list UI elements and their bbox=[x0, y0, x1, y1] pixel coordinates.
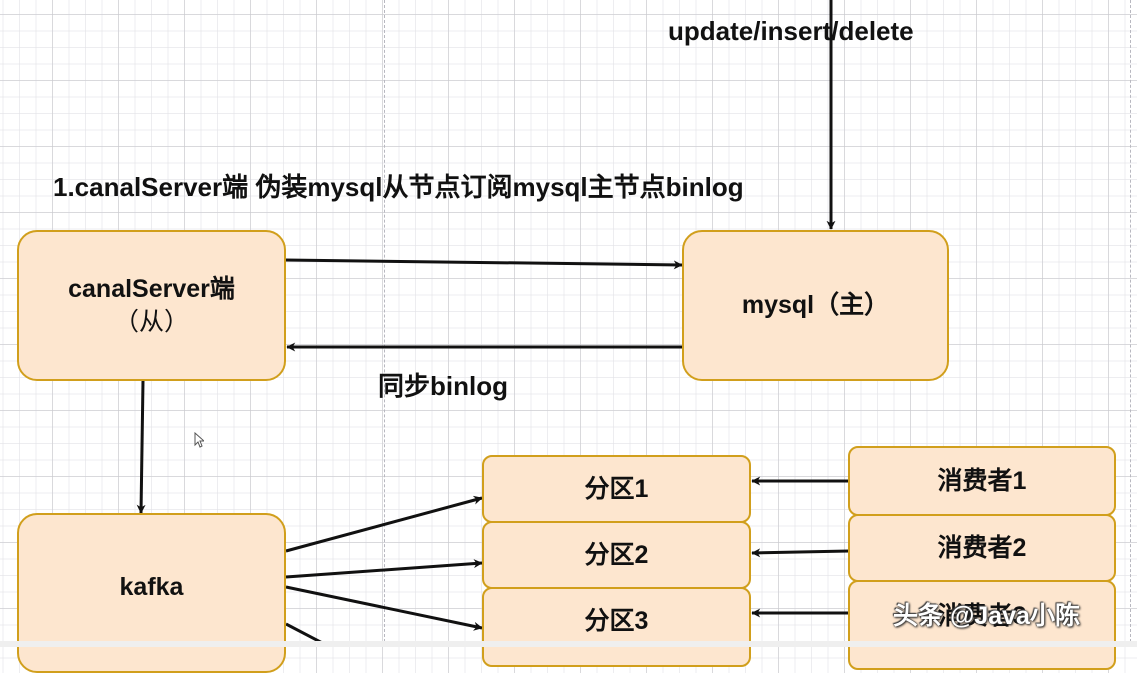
canal-server-role: （从） bbox=[113, 307, 189, 336]
consumer-2-node[interactable]: 消费者2 bbox=[848, 514, 1116, 582]
mysql-master-node[interactable]: mysql（主） bbox=[682, 230, 949, 381]
partition-2-node[interactable]: 分区2 bbox=[482, 521, 751, 589]
partition-3-node[interactable]: 分区3 bbox=[482, 587, 751, 667]
edge-canal-to-mysql bbox=[284, 258, 683, 270]
edges-layer bbox=[136, 0, 850, 647]
edge-kafka-to-partition-2 bbox=[285, 559, 483, 579]
partition-3-label: 分区3 bbox=[584, 607, 649, 635]
partition-1-node[interactable]: 分区1 bbox=[482, 455, 751, 523]
operations-label: update/insert/delete bbox=[668, 16, 914, 46]
edge-kafka-to-partition-1 bbox=[285, 495, 483, 553]
guide-line-right bbox=[1130, 0, 1131, 647]
consumer-1-label: 消费者1 bbox=[937, 466, 1027, 495]
canal-server-node[interactable]: canalServer端 （从） bbox=[17, 230, 286, 381]
consumer-3-label: 消费者3 bbox=[937, 602, 1027, 630]
partition-1-label: 分区1 bbox=[584, 474, 649, 503]
consumer-1-node[interactable]: 消费者1 bbox=[848, 446, 1116, 516]
partition-2-label: 分区2 bbox=[584, 540, 649, 569]
kafka-node[interactable]: kafka bbox=[17, 513, 286, 673]
mouse-pointer-icon bbox=[194, 432, 204, 448]
kafka-label: kafka bbox=[119, 573, 184, 601]
guide-line-left bbox=[384, 0, 385, 647]
consumer-2-label: 消费者2 bbox=[937, 533, 1027, 562]
sync-binlog-label: 同步binlog bbox=[378, 371, 508, 401]
bottom-bar bbox=[0, 641, 1137, 647]
edge-kafka-to-partition-3 bbox=[285, 585, 483, 631]
canal-server-title: canalServer端 bbox=[68, 275, 235, 303]
mysql-master-label: mysql（主） bbox=[741, 291, 890, 320]
watermark: 头条 @Java小陈 bbox=[893, 602, 1080, 630]
edge-canal-to-kafka bbox=[136, 380, 146, 514]
edge-consumer-2-to-partition-2 bbox=[751, 548, 850, 558]
step-caption: 1.canalServer端 伪装mysql从节点订阅mysql主节点binlo… bbox=[53, 172, 744, 202]
